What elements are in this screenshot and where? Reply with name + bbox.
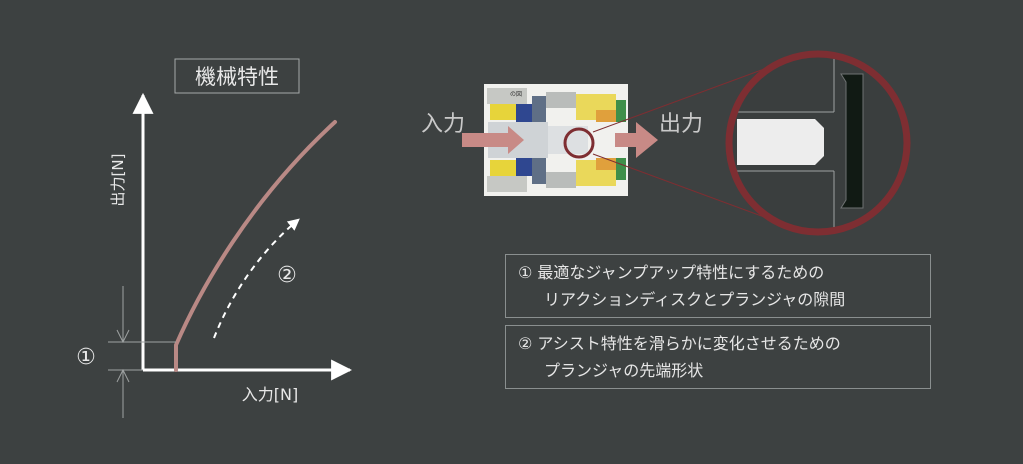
zoom-detail [725, 50, 911, 236]
jump-gap-dimension [108, 286, 176, 418]
mechanism-section: の図 入力 出力 [421, 53, 806, 233]
note-2: ② アシスト特性を滑らかに変化させるための プランジャの先端形状 [505, 325, 931, 389]
y-axis-label: 出力[N] [109, 154, 127, 207]
note-1-line-1: ① 最適なジャンプアップ特性にするための [518, 263, 825, 282]
drawing-tag: の図 [510, 91, 522, 98]
characteristic-graph: 機械特性 出力[N] 入力[N] ② ① [76, 58, 353, 418]
note-2-line-2: プランジャの先端形状 [544, 361, 704, 380]
graph-title-box [174, 58, 300, 94]
focus-circle [563, 127, 595, 159]
input-label: 入力 [421, 112, 465, 137]
zoom-ring [725, 50, 911, 236]
marker-2: ② [277, 263, 297, 288]
note-1-line-2: リアクションディスクとプランジャの隙間 [544, 290, 846, 309]
x-axis-label: 入力[N] [242, 385, 298, 404]
plunger-tip [737, 119, 824, 165]
output-arrow [615, 122, 658, 158]
characteristic-curve [174, 120, 337, 372]
note-1: ① 最適なジャンプアップ特性にするための リアクションディスクとプランジャの隙間 [505, 254, 931, 318]
marker-1: ① [76, 345, 96, 370]
input-arrow [462, 126, 524, 154]
output-label: 出力 [659, 112, 703, 137]
reaction-disk [840, 73, 864, 209]
graph-title: 機械特性 [195, 65, 279, 89]
note-2-line-1: ② アシスト特性を滑らかに変化させるための [518, 334, 841, 353]
